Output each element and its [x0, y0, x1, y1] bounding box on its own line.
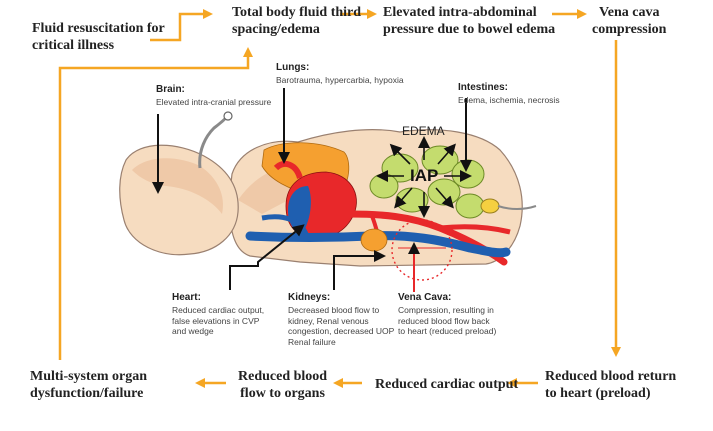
heart-desc: Reduced cardiac output, false elevations… [172, 305, 265, 336]
iliac-artery [439, 224, 511, 235]
kidneys-callout [333, 250, 386, 290]
iap-radiating-arrows [376, 136, 472, 218]
head-shading [132, 158, 224, 214]
flow-reduced-output: Reduced cardiac output [375, 377, 519, 392]
brain-desc: Elevated intra-cranial pressure [156, 97, 272, 107]
intestines-desc: Edema, ischemia, necrosis [458, 95, 560, 105]
edema-label: EDEMA [402, 124, 445, 138]
lungs-title: Lungs: [276, 62, 310, 73]
compression-zone [391, 219, 453, 281]
bladder [480, 198, 500, 214]
vena-cava-title: Vena Cava: [398, 292, 452, 303]
kidneys-desc: Decreased blood flow to kidney, Renal ve… [288, 305, 395, 347]
flow-vena-cava-compression: Vena cava compression [592, 5, 667, 37]
iap-label: IAP [410, 166, 439, 185]
catheter [497, 205, 537, 210]
flow-third-spacing: Total body fluid third spacing/edema [232, 5, 362, 37]
callout-arrows [152, 88, 472, 292]
vena-cava-vessel [245, 231, 511, 258]
arrow-resus-to-spacing [150, 9, 213, 42]
flow-reduced-flow: Reduced blood flow to organs [238, 369, 328, 401]
kidneys-title: Kidneys: [288, 292, 331, 303]
flow-mods: Multi-system organ dysfunction/failure [30, 369, 148, 401]
flow-fluid-resuscitation: Fluid resuscitation for critical illness [32, 21, 165, 53]
intestines-title: Intestines: [458, 82, 509, 93]
tube-cuff [223, 111, 233, 121]
flow-elevated-iap: Elevated intra-abdominal pressure due to… [383, 5, 556, 37]
vena-cava-desc: Compression, resulting in reduced blood … [398, 305, 497, 336]
kidney-shape [360, 228, 388, 252]
aortic-arch [273, 160, 303, 180]
flow-arrows [58, 9, 621, 388]
arrow-mods-loop [58, 47, 253, 360]
flow-reduced-return: Reduced blood return to heart (preload) [545, 369, 677, 401]
lungs-desc: Barotrauma, hypercarbia, hypoxia [276, 75, 404, 85]
heart-title: Heart: [172, 292, 201, 303]
heart-callout [229, 224, 305, 290]
brain-title: Brain: [156, 84, 185, 95]
